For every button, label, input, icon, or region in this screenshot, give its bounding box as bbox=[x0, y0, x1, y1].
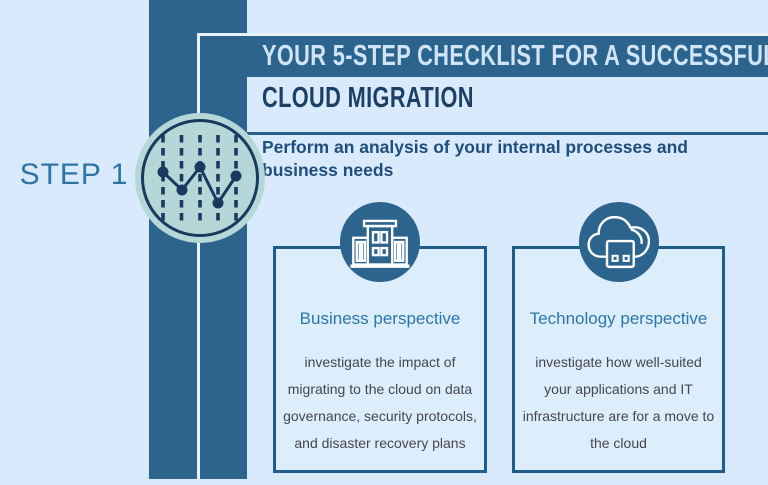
building-icon bbox=[350, 219, 410, 268]
header-band bbox=[197, 35, 768, 77]
main-title-line2: CLOUD MIGRATION bbox=[262, 77, 544, 119]
business-perspective-card bbox=[273, 246, 487, 473]
step-label: STEP 1 bbox=[19, 158, 129, 191]
cloud-device-icon bbox=[587, 215, 651, 269]
technology-card-body: investigate how well-suited your applica… bbox=[522, 354, 715, 451]
main-title-line2-text: CLOUD MIGRATION bbox=[262, 82, 474, 114]
section-heading: Perform an analysis of your internal pro… bbox=[262, 137, 688, 180]
business-icon-circle bbox=[340, 202, 420, 282]
main-title-line1-text: YOUR 5-STEP CHECKLIST FOR A SUCCESSFUL bbox=[262, 40, 768, 72]
business-card-title: Business perspective bbox=[299, 309, 461, 328]
section-divider-line bbox=[199, 132, 768, 135]
line-chart-icon bbox=[135, 113, 265, 243]
business-card-body: investigate the impact of migrating to t… bbox=[283, 354, 477, 451]
main-title-line1: YOUR 5-STEP CHECKLIST FOR A SUCCESSFUL bbox=[262, 35, 768, 77]
technology-card-title: Technology perspective bbox=[529, 309, 708, 328]
technology-icon-circle bbox=[579, 202, 659, 282]
technology-perspective-card bbox=[512, 246, 725, 473]
